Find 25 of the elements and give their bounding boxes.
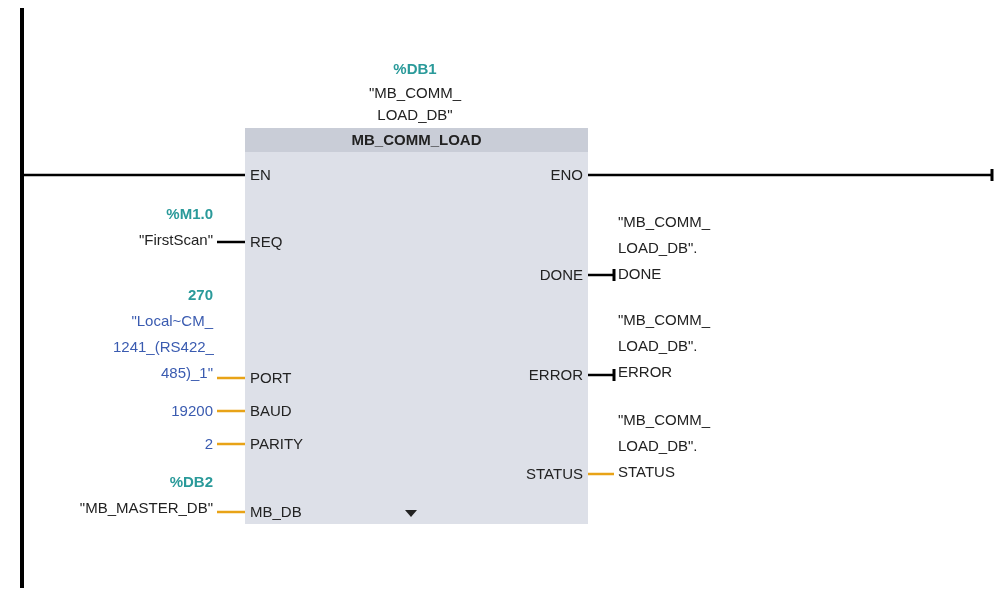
wire	[217, 442, 245, 446]
power-rail	[20, 8, 24, 588]
operand-name: "FirstScan"	[138, 230, 213, 250]
port-name: "Local~CM_ 1241_(RS422_ 485)_1"	[113, 311, 213, 383]
wire	[217, 510, 245, 514]
wire	[588, 167, 994, 183]
block-title-bar: MB_COMM_LOAD	[245, 128, 588, 152]
wire	[24, 173, 245, 177]
instance-db-name: "MB_COMM_ LOAD_DB"	[368, 83, 463, 125]
operand-name: "MB_MASTER_DB"	[78, 498, 213, 518]
wire	[217, 240, 245, 244]
constant-value: 2	[203, 434, 213, 454]
constant-value: 270	[186, 285, 213, 305]
operand-address: %M1.0	[165, 204, 213, 224]
wire	[588, 367, 616, 383]
output-variable: "MB_COMM_ LOAD_DB". ERROR	[618, 310, 712, 382]
output-variable: "MB_COMM_ LOAD_DB". STATUS	[618, 410, 712, 482]
operand-address: %DB2	[168, 472, 213, 492]
wire	[588, 267, 616, 283]
instance-address: %DB1	[392, 59, 438, 79]
output-variable: "MB_COMM_ LOAD_DB". DONE	[618, 212, 712, 284]
wire	[217, 409, 245, 413]
wire	[217, 376, 245, 380]
wire	[588, 472, 614, 476]
constant-value: 19200	[170, 401, 213, 421]
